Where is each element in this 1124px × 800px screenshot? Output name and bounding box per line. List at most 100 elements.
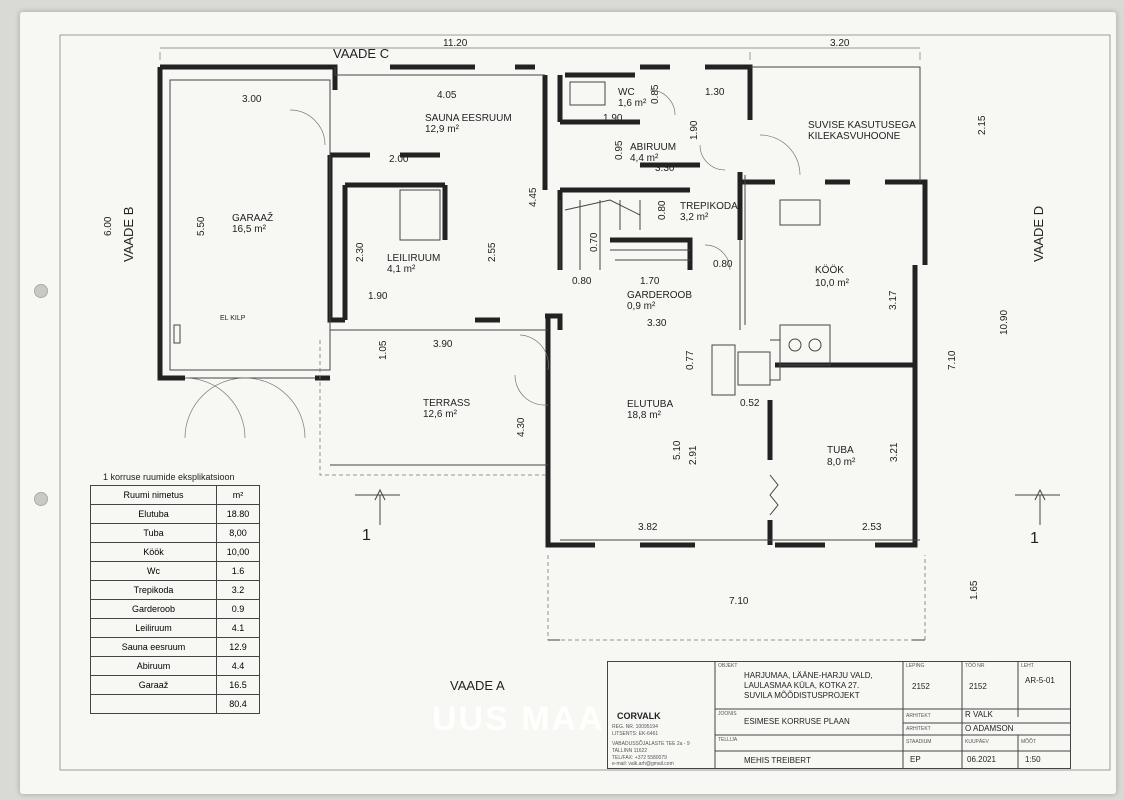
svg-text:3.00: 3.00 — [242, 94, 262, 105]
section-number-right: 1 — [1030, 530, 1039, 547]
svg-text:4.45: 4.45 — [528, 187, 539, 207]
view-label-b: VAADE B — [121, 207, 136, 262]
room-name-cell: Wc — [90, 561, 217, 581]
svg-text:5.50: 5.50 — [196, 216, 207, 236]
tb-work: 2152 — [969, 682, 987, 691]
svg-text:0.80: 0.80 — [572, 276, 592, 287]
dimensions: 11.20 3.20 3.00 4.05 1.90 1.30 2.00 3.30… — [103, 38, 1010, 607]
electrical-panel — [173, 324, 181, 344]
svg-text:3.17: 3.17 — [888, 290, 899, 310]
punch-hole — [34, 492, 48, 506]
tb-firm-line6: e-mail: valk.arh@gmail.com — [612, 761, 674, 767]
svg-text:3.82: 3.82 — [638, 522, 658, 533]
tb-scale: 1:50 — [1025, 755, 1041, 764]
tb-key-architect: ARHITEKT — [906, 713, 931, 719]
svg-text:1.90: 1.90 — [689, 120, 700, 140]
section-marker-left — [355, 488, 400, 525]
tb-firm-line2: LITSENTS: EK-6461 — [612, 731, 659, 737]
room-area-cell: 4.4 — [216, 656, 260, 676]
svg-text:0.77: 0.77 — [685, 350, 696, 370]
room-area-sauna-eesruum: 12,9 m² — [425, 124, 460, 135]
svg-text:1.70: 1.70 — [640, 276, 660, 287]
room-name-suvise: SUVISE KASUTUSEGA — [808, 120, 916, 131]
svg-text:3.90: 3.90 — [433, 339, 453, 350]
legend-title: 1 korruse ruumide eksplikatsioon — [103, 472, 235, 482]
tb-drawing-name: ESIMESE KORRUSE PLAAN — [744, 717, 850, 726]
room-area-cell: 3.2 — [216, 580, 260, 600]
svg-text:2.91: 2.91 — [688, 445, 699, 465]
room-area-elutuba: 18,8 m² — [627, 410, 662, 421]
room-name-cell: Trepikoda — [90, 580, 217, 600]
tb-key-contract: LEPING — [906, 663, 925, 669]
svg-text:7.10: 7.10 — [729, 596, 749, 607]
room-area-terrass: 12,6 m² — [423, 409, 458, 420]
svg-text:1.90: 1.90 — [603, 113, 623, 124]
svg-text:2.00: 2.00 — [389, 154, 409, 165]
svg-text:0.80: 0.80 — [713, 259, 733, 270]
tb-object-line1: HARJUMAA, LÄÄNE-HARJU VALD, — [744, 671, 873, 680]
room-name-wc: WC — [618, 87, 635, 98]
tb-key-client: TELLIJA — [718, 737, 738, 743]
tb-firm-line3: VABADUSSÕJALASTE TEE 2a - 9 — [612, 741, 690, 747]
column-header-name: Ruumi nimetus — [90, 485, 217, 505]
tb-key-work: TÖÖ NR — [965, 663, 985, 669]
room-name-kook: KÖÖK — [815, 264, 844, 276]
room-area-tuba: 8,0 m² — [827, 457, 856, 468]
svg-text:6.00: 6.00 — [103, 216, 114, 236]
view-label-a: VAADE A — [450, 678, 505, 693]
room-name-garaaz: GARAAŽ — [232, 211, 273, 224]
exterior-walls — [157, 64, 928, 548]
room-name-garderoob: GARDEROOB — [627, 290, 692, 301]
room-name-trepikoda: TREPIKODA — [680, 201, 738, 212]
svg-text:7.10: 7.10 — [947, 350, 958, 370]
tb-stage: EP — [910, 755, 921, 764]
svg-text:5.10: 5.10 — [672, 440, 683, 460]
room-area-wc: 1,6 m² — [618, 98, 647, 109]
door-swings — [184, 89, 801, 439]
tb-key-stage: STAADIUM — [906, 739, 932, 745]
electrical-panel-label: EL KILP — [220, 315, 246, 322]
room-area-garderoob: 0,9 m² — [627, 301, 656, 312]
svg-text:0.52: 0.52 — [740, 398, 760, 409]
svg-text:2.53: 2.53 — [862, 522, 882, 533]
tb-firm-logo: CORVALK — [617, 711, 661, 721]
svg-text:3.30: 3.30 — [647, 318, 667, 329]
blank-cell — [90, 694, 217, 714]
room-name-cell: Leiliruum — [90, 618, 217, 638]
room-area-cell: 1.6 — [216, 561, 260, 581]
svg-text:4.05: 4.05 — [437, 90, 457, 101]
terrace-outlines — [319, 340, 926, 641]
section-number-left: 1 — [362, 527, 371, 544]
tb-firm-line1: REG. NR. 10095194 — [612, 724, 658, 730]
room-name-cell: Sauna eesruum — [90, 637, 217, 657]
tb-architect: R VALK — [965, 710, 993, 719]
room-name-leiliruum: LEILIRUUM — [387, 253, 440, 264]
room-area-cell: 4.1 — [216, 618, 260, 638]
svg-text:3.30: 3.30 — [655, 163, 675, 174]
svg-text:1.05: 1.05 — [378, 340, 389, 360]
column-header-unit: m² — [216, 485, 260, 505]
tb-object-line2: LAULASMAA KÜLA, KOTKA 27. — [744, 681, 860, 690]
tb-architect-2: O ADAMSON — [965, 724, 1014, 733]
room-name-cell: Elutuba — [90, 504, 217, 524]
view-label-d: VAADE D — [1031, 206, 1046, 262]
room-name-abiruum: ABIRUUM — [630, 142, 676, 153]
room-name-tuba: TUBA — [827, 445, 854, 456]
punch-hole — [34, 284, 48, 298]
table-total-row: 80.4 — [90, 694, 260, 714]
room-labels: GARAAŽ 16,5 m² SAUNA EESRUUM 12,9 m² WC … — [173, 87, 916, 468]
room-area-cell: 16.5 — [216, 675, 260, 695]
svg-text:10.90: 10.90 — [999, 310, 1010, 335]
svg-text:0.70: 0.70 — [589, 232, 600, 252]
room-name-cell: Garaaž — [90, 675, 217, 695]
svg-text:3.20: 3.20 — [830, 38, 850, 49]
room-name-cell: Garderoob — [90, 599, 217, 619]
